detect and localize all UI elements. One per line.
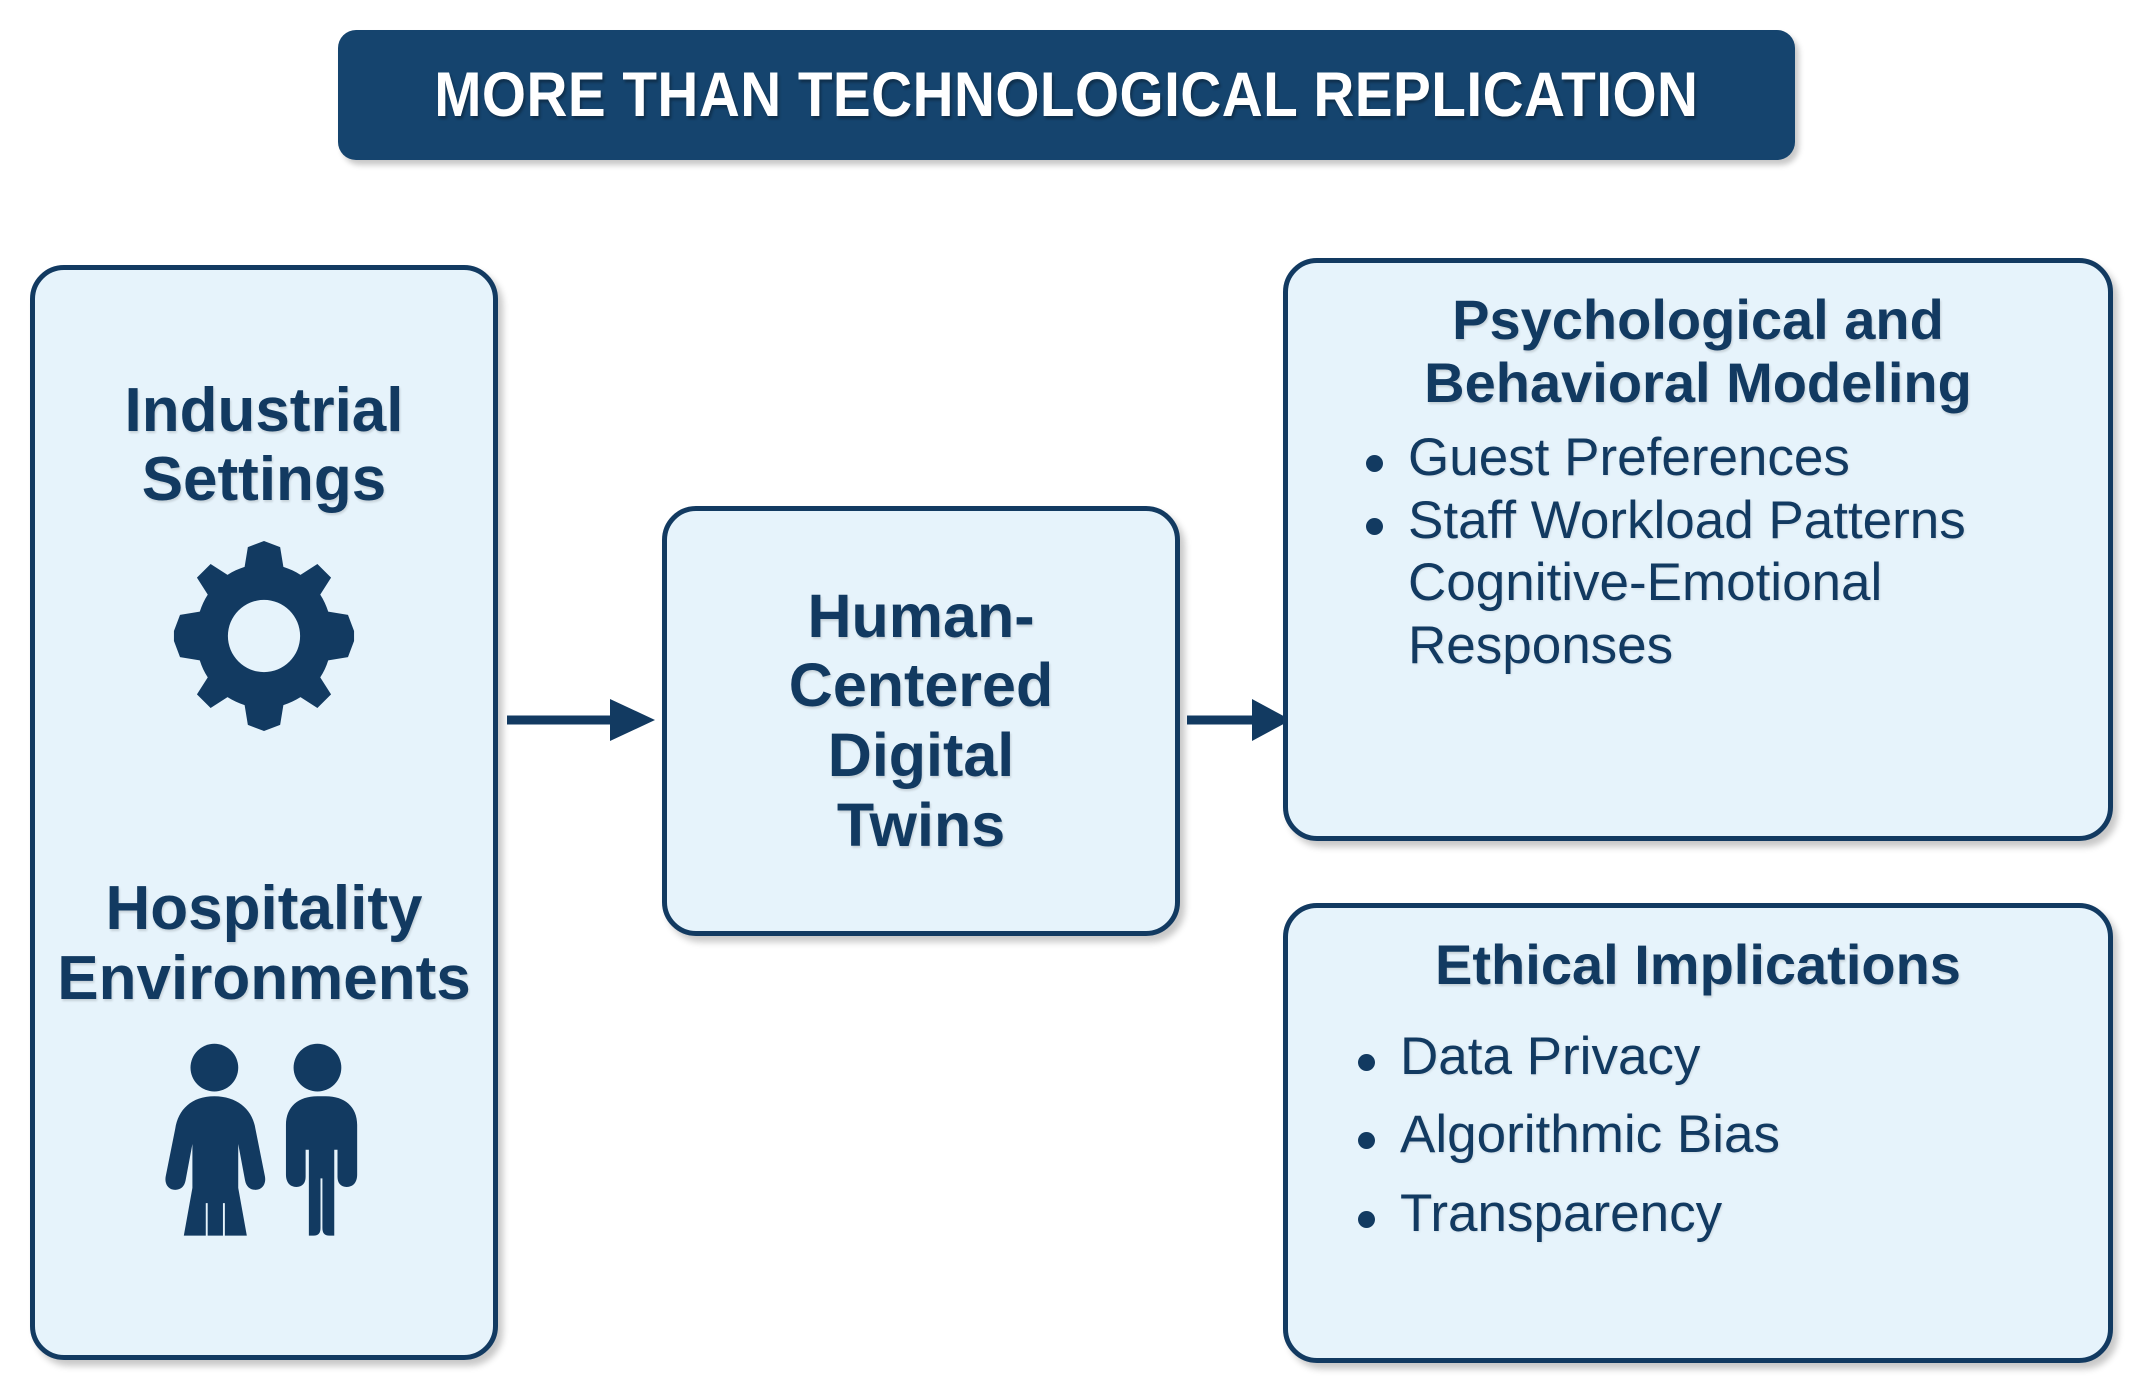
modeling-card: Psychological and Behavioral Modeling Gu… [1283,258,2113,841]
list-item: Algorithmic Bias [1354,1105,2078,1165]
list-item: Responses [1408,615,1674,675]
list-item: Staff Workload Patterns [1362,491,2078,551]
title-banner: MORE THAN TECHNOLOGICAL REPLICATION [338,30,1795,160]
list-item: Data Privacy [1354,1027,2078,1087]
list-item: Transparency [1354,1184,2078,1244]
modeling-heading: Psychological and Behavioral Modeling [1424,288,1972,414]
arrow-hub-to-outcomes [1187,699,1291,741]
list-item: Cognitive-Emotional [1408,553,1883,613]
ethics-bullet-list: Data Privacy Algorithmic Bias Transparen… [1318,1027,2078,1244]
source-hospitality: Hospitality Environments [57,874,471,1249]
source-industrial-label: Industrial Settings [124,375,404,515]
ethics-heading: Ethical Implications [1435,933,1961,996]
page-title: MORE THAN TECHNOLOGICAL REPLICATION [434,60,1699,130]
modeling-bullet-list: Guest Preferences Staff Workload Pattern… [1318,428,2078,676]
sources-card: Industrial Settings Hospitality Environm… [30,265,498,1360]
ethics-card: Ethical Implications Data Privacy Algori… [1283,903,2113,1363]
hub-card: Human- Centered Digital Twins [662,506,1180,936]
arrow-sources-to-hub [507,699,655,741]
hub-label: Human- Centered Digital Twins [788,581,1054,859]
list-item: Guest Preferences [1362,428,2078,488]
source-hospitality-label: Hospitality Environments [57,874,471,1013]
female-figure [165,1043,266,1236]
source-industrial: Industrial Settings [124,375,404,731]
people-icon [165,1043,358,1236]
gear-icon [173,540,355,731]
male-figure [285,1043,358,1236]
